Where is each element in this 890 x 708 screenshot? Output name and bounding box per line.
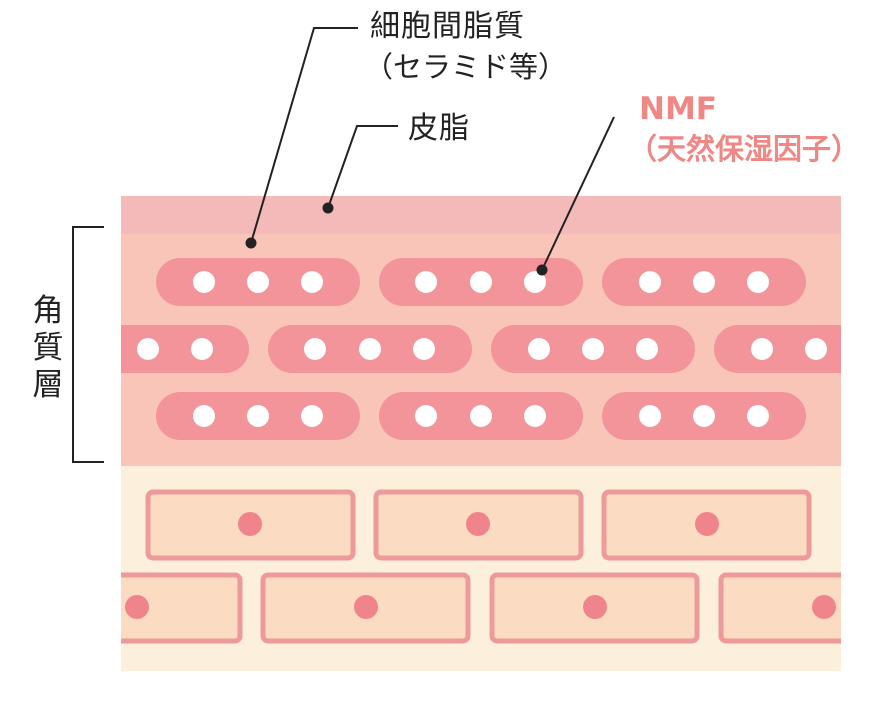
nmf-dot (747, 405, 769, 427)
nmf-dot (524, 405, 546, 427)
sebum-layer (121, 196, 841, 234)
corneocyte (156, 258, 360, 306)
leader-nmf (536, 116, 615, 276)
nmf-dot (191, 338, 213, 360)
nmf-dot (247, 405, 269, 427)
cell-nucleus (466, 512, 490, 536)
cell-nucleus (354, 595, 378, 619)
nmf-dot (415, 271, 437, 293)
cell-nucleus (238, 512, 262, 536)
living-cell (489, 572, 700, 644)
nmf-dot (415, 405, 437, 427)
nmf-dot (636, 338, 658, 360)
label-sebum: 皮脂 (408, 111, 470, 146)
living-cell (601, 489, 812, 561)
nmf-dot (301, 271, 323, 293)
living-cell (260, 572, 471, 644)
corneocyte (491, 325, 695, 373)
nmf-dot (247, 271, 269, 293)
living-cell (373, 489, 584, 561)
corneocyte (379, 392, 583, 440)
nmf-dot (359, 338, 381, 360)
nmf-dot (470, 405, 492, 427)
nmf-dot (524, 271, 546, 293)
label-stratum-corneum: 角質層 (32, 293, 64, 403)
label-ceramide-note: （セラミド等） (364, 50, 568, 84)
corneocyte (121, 325, 249, 373)
corneocyte-row-1 (156, 258, 806, 306)
living-cell (145, 489, 356, 561)
corneocyte (268, 325, 472, 373)
stratum-corneum-bracket (72, 226, 104, 463)
cell-nucleus (812, 595, 836, 619)
nmf-dot (639, 271, 661, 293)
leader-intercellular-lipid (245, 27, 358, 249)
nmf-dot (582, 338, 604, 360)
nmf-dot (639, 405, 661, 427)
cell-nucleus (695, 512, 719, 536)
nmf-dot (304, 338, 326, 360)
corneocyte (156, 392, 360, 440)
nmf-dot (137, 338, 159, 360)
nmf-dot (805, 338, 827, 360)
nmf-dot (693, 405, 715, 427)
corneocyte (602, 258, 806, 306)
nmf-dot (413, 338, 435, 360)
nmf-dot (528, 338, 550, 360)
nmf-dot (747, 271, 769, 293)
label-nmf-note: （天然保湿因子） (628, 132, 861, 166)
nmf-dot (193, 405, 215, 427)
nmf-dot (693, 271, 715, 293)
leader-sebum (322, 125, 398, 214)
living-cell (718, 572, 841, 644)
cell-nucleus (125, 595, 149, 619)
label-nmf: NMF (639, 91, 717, 127)
label-intercellular-lipid: 細胞間脂質 (370, 9, 525, 44)
cell-row-2 (121, 572, 841, 644)
living-cell (121, 572, 243, 644)
corneocyte (714, 325, 841, 373)
nmf-dot (193, 271, 215, 293)
corneocyte (602, 392, 806, 440)
cell-nucleus (583, 595, 607, 619)
cell-row-1 (145, 489, 812, 561)
corneocyte-row-2 (121, 325, 841, 373)
nmf-dot (751, 338, 773, 360)
corneocyte-row-3 (156, 392, 806, 440)
corneocyte (379, 258, 583, 306)
nmf-dot (470, 271, 492, 293)
nmf-dot (301, 405, 323, 427)
